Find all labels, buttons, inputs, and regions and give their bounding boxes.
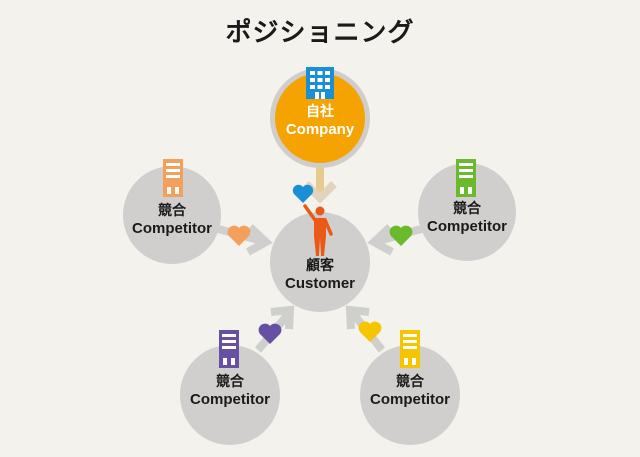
- competitor-right-label: 競合 Competitor: [412, 201, 522, 236]
- competitor-label-en: Competitor: [427, 217, 507, 235]
- competitor-bottom-right-label: 競合 Competitor: [355, 374, 465, 409]
- company-building-icon: [306, 67, 334, 99]
- competitor-left-heart-icon: [227, 225, 251, 246]
- competitor-label-en: Competitor: [370, 390, 450, 408]
- competitor-bottom-left-label: 競合 Competitor: [175, 374, 285, 409]
- competitor-bottom-right-building-icon: [400, 330, 420, 368]
- competitor-right-circle: [418, 163, 516, 261]
- customer-label-en: Customer: [284, 274, 355, 292]
- customer-label: 顧客 Customer: [270, 258, 370, 293]
- competitor-bottom-right-heart-icon: [358, 321, 382, 342]
- competitor-label-jp: 競合: [158, 203, 186, 219]
- competitor-label-jp: 競合: [216, 374, 244, 390]
- customer-heart-icon: [292, 184, 314, 203]
- diagram-title: ポジショニング: [225, 18, 415, 48]
- competitor-bottom-left-building-icon: [219, 330, 239, 368]
- competitor-label-jp: 競合: [453, 201, 481, 217]
- competitor-bottom-left-circle: [180, 345, 280, 445]
- customer-label-jp: 顧客: [306, 258, 334, 274]
- customer-person-icon: [303, 204, 333, 256]
- competitor-right-heart-icon: [389, 225, 413, 246]
- competitor-left-circle: [123, 166, 221, 264]
- company-circle-fill: [275, 73, 365, 163]
- customer-circle: [270, 212, 370, 312]
- company-label-jp: 自社: [306, 104, 334, 120]
- competitor-label-en: Competitor: [132, 219, 212, 237]
- company-label: 自社 Company: [270, 104, 370, 139]
- competitor-label-jp: 競合: [396, 374, 424, 390]
- company-label-en: Company: [285, 120, 355, 138]
- competitor-right-building-icon: [456, 159, 476, 197]
- competitor-left-label: 競合 Competitor: [117, 203, 227, 238]
- competitor-label-en: Competitor: [190, 390, 270, 408]
- competitor-bottom-left-heart-icon: [258, 323, 282, 344]
- competitor-left-building-icon: [163, 159, 183, 197]
- competitor-bottom-right-circle: [360, 345, 460, 445]
